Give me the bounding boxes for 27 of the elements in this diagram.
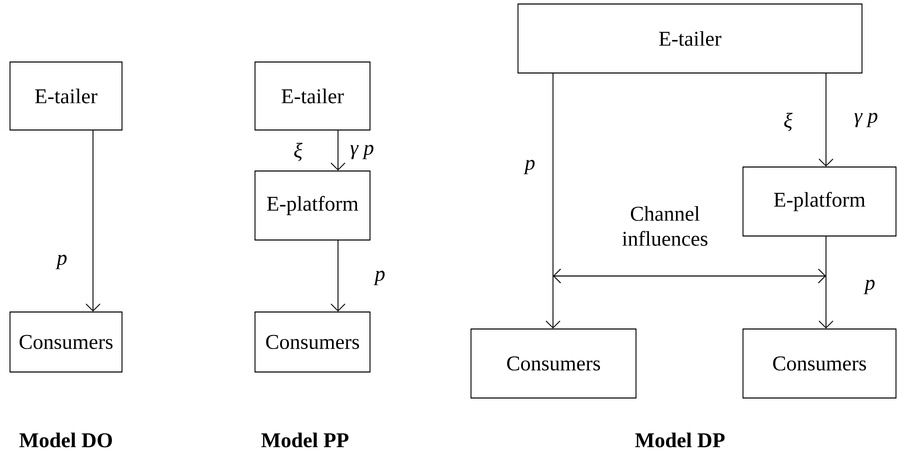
edge-label: p bbox=[864, 280, 875, 294]
arrow bbox=[546, 73, 560, 329]
process-box: Consumers bbox=[254, 312, 370, 372]
annotation: Channel influences bbox=[622, 206, 708, 246]
caption: Model DP bbox=[635, 432, 725, 448]
arrow bbox=[818, 236, 834, 329]
edge-label: p bbox=[374, 270, 385, 286]
process-box: Consumers bbox=[10, 312, 122, 372]
caption: Model DO bbox=[19, 432, 112, 448]
process-box: Consumers bbox=[470, 328, 636, 398]
arrow bbox=[330, 130, 346, 171]
process-box: E-platform bbox=[742, 166, 896, 236]
edge-label: ξ bbox=[294, 142, 302, 162]
process-box: Consumers bbox=[742, 328, 896, 398]
price-label: γ p bbox=[854, 112, 878, 128]
arrow bbox=[330, 240, 346, 312]
process-box: E-tailer bbox=[10, 62, 122, 130]
process-box: E-tailer bbox=[518, 4, 862, 74]
caption: Model PP bbox=[261, 432, 348, 448]
process-box: E-platform bbox=[254, 170, 370, 240]
edge-label: ξ bbox=[784, 112, 792, 132]
arrow bbox=[86, 130, 100, 312]
edge-label: p bbox=[56, 254, 67, 270]
process-box: E-tailer bbox=[254, 62, 370, 130]
edge-label: p bbox=[524, 160, 535, 174]
price-label: γ p bbox=[350, 144, 374, 160]
arrow bbox=[818, 73, 834, 167]
